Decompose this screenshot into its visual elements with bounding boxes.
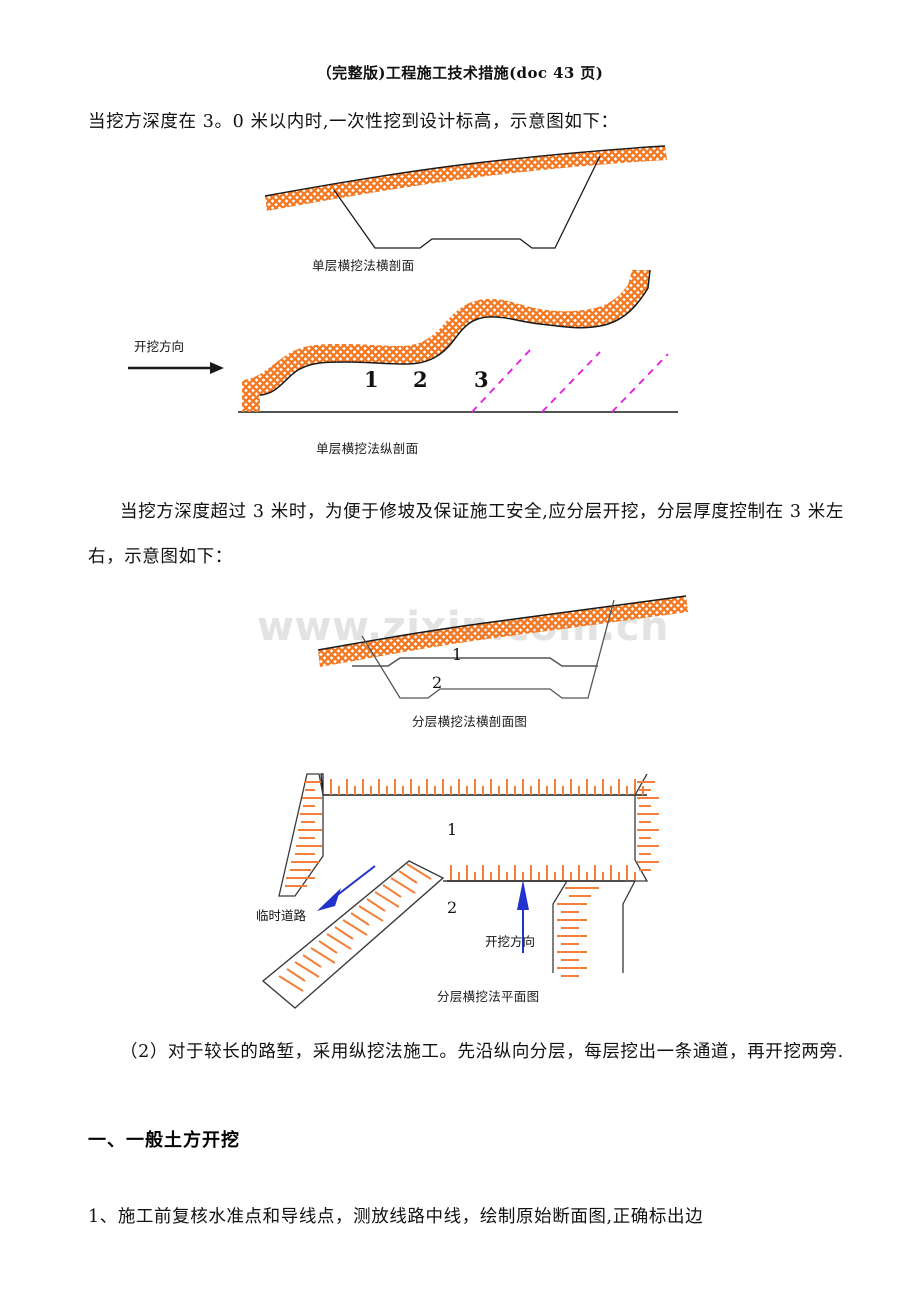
terrain-surface-line	[259, 269, 651, 396]
figure2-stage-label-2: 2	[413, 367, 428, 392]
paragraph-step1-survey: 1、施工前复核水准点和导线点，测放线路中线，绘制原始断面图,正确标出边	[88, 1207, 704, 1227]
excavation-direction-arrow-head	[517, 880, 529, 910]
temporary-road-arrow-head	[317, 888, 341, 911]
figure-caption-single-layer-cross-section: 单层横挖法横剖面	[312, 258, 415, 273]
ground-surface-line	[264, 145, 666, 197]
right-slope-outline	[622, 773, 649, 973]
paragraph-excavation-depth-under-3m: 当挖方深度在 3。0 米以内时,一次性挖到设计标高，示意图如下：	[88, 112, 619, 132]
excavation-outline	[333, 155, 601, 249]
layer-divider-line	[352, 657, 598, 667]
figure-caption-layered-cross-section: 分层横挖法横剖面图	[412, 714, 528, 729]
figure2-stage-label-3: 3	[474, 367, 489, 392]
excavation-outline-outer	[361, 599, 615, 699]
left-slope-ticks	[285, 781, 322, 887]
figure2-direction-label: 开挖方向	[134, 339, 185, 354]
figure4-temporary-road-label: 临时道路	[256, 908, 307, 923]
right-slope-ticks	[557, 781, 659, 977]
area1-bottom-slope-ticks	[450, 865, 636, 881]
right-lower-slope-outline	[552, 880, 635, 973]
figure-layered-cross-section	[300, 588, 690, 713]
figure4-area-label-1: 1	[447, 820, 458, 839]
area1-top-slope-ticks	[330, 779, 644, 795]
excavation-direction-arrow-head	[210, 362, 224, 374]
figure2-stage-label-1: 1	[364, 367, 379, 392]
document-header-title: （完整版)工程施工技术措施(doc 43 页)	[316, 64, 604, 82]
section-heading-general-earthwork: 一、一般土方开挖	[88, 1130, 240, 1151]
paragraph-excavation-depth-over-3m: 当挖方深度超过 3 米时，为便于修坡及保证施工安全,应分层开挖，分层厚度控制在 …	[88, 502, 844, 567]
figure4-area-label-2: 2	[447, 898, 458, 917]
slope-dashed-lines	[471, 349, 669, 413]
figure-caption-single-layer-longitudinal-section: 单层横挖法纵剖面	[316, 441, 419, 456]
ramp-slope-ticks	[278, 863, 432, 992]
figure3-layer-label-1: 1	[452, 645, 463, 664]
figure-single-layer-cross-section	[255, 138, 675, 258]
terrain-hatch-band	[242, 270, 650, 412]
figure3-layer-label-2: 2	[432, 673, 443, 692]
temporary-ramp-outline	[261, 860, 445, 1009]
figure-caption-layered-plan-view: 分层横挖法平面图	[437, 989, 540, 1004]
ground-hatch-band	[318, 596, 688, 667]
ground-surface-line	[317, 595, 687, 651]
figure4-excavation-direction-label: 开挖方向	[485, 934, 536, 949]
paragraph-longitudinal-excavation-method: （2）对于较长的路堑，采用纵挖法施工。先沿纵向分层，每层挖出一条通道，再开挖两旁…	[120, 1042, 844, 1062]
crest-corner-left	[320, 773, 324, 796]
ground-hatch-band	[265, 146, 667, 211]
left-slope-wedge	[278, 773, 324, 897]
figure-layered-plan-view	[235, 768, 685, 1013]
figure-single-layer-longitudinal-section	[120, 269, 680, 422]
